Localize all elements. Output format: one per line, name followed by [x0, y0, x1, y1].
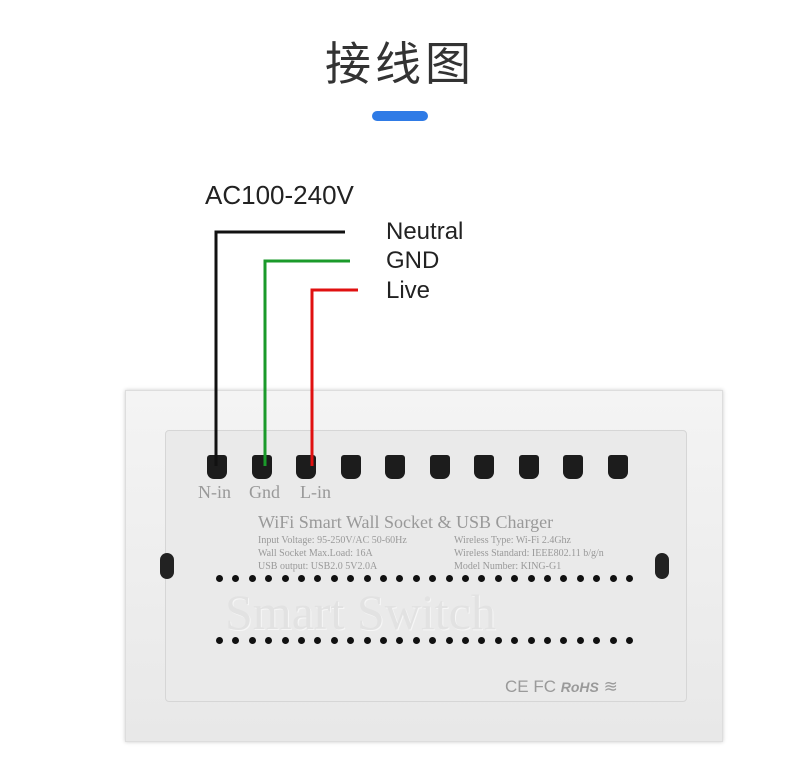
terminal-label: Gnd	[249, 482, 280, 502]
vent-dot	[576, 637, 584, 644]
vent-dot	[560, 575, 568, 582]
vent-dot	[347, 637, 355, 644]
vent-dot	[478, 637, 486, 644]
vent-dot	[363, 575, 371, 582]
vent-dot	[429, 575, 437, 582]
vent-dot	[429, 637, 437, 644]
vent-dot	[216, 575, 223, 582]
vent-dot	[626, 575, 633, 582]
terminal	[607, 455, 628, 479]
mounting-hole	[655, 553, 669, 579]
vent-dot	[527, 637, 535, 644]
vent-dot	[248, 575, 256, 582]
neutral-wire	[214, 230, 345, 466]
vent-dot	[380, 637, 387, 644]
neutral-label: Neutral	[386, 218, 464, 245]
gnd-wire	[263, 259, 350, 466]
terminal	[207, 455, 227, 479]
vent-dot	[593, 637, 601, 644]
terminal	[563, 455, 583, 479]
vent-dot	[298, 637, 305, 644]
vent-dot	[412, 575, 420, 582]
title-accent-bar	[372, 111, 428, 121]
vent-dot	[544, 637, 551, 644]
cert-marks: CE FC RoHS ≋	[505, 677, 618, 697]
vent-dot	[248, 637, 256, 644]
vent-dot	[527, 575, 535, 582]
vent-dot	[330, 575, 338, 582]
terminal	[518, 455, 539, 479]
vent-dot	[511, 575, 519, 582]
mounting-hole	[160, 553, 174, 579]
vent-dot	[445, 637, 453, 644]
gnd-label: GND	[386, 247, 440, 274]
terminal	[429, 455, 450, 479]
rohs-mark: RoHS	[560, 679, 599, 695]
vent-dot	[609, 637, 617, 644]
spec: Model Number: KING-G1	[454, 561, 562, 572]
wifi-icon: ≋	[603, 677, 618, 696]
vent-dot	[494, 637, 502, 644]
vent-dot	[462, 575, 469, 582]
terminal	[340, 455, 361, 479]
vent-dot	[396, 637, 404, 644]
emboss-text: Smart Switch	[225, 584, 496, 640]
live-wire	[310, 288, 358, 466]
vent-dot	[511, 637, 519, 644]
ce-mark: CE	[505, 677, 529, 696]
vent-dot	[626, 637, 633, 644]
vent-dot	[314, 575, 322, 582]
fc-mark: FC	[533, 677, 557, 696]
spec: Wireless Type: Wi-Fi 2.4Ghz	[454, 535, 571, 546]
page-title: 接线图	[325, 37, 475, 91]
vent-dot	[265, 575, 273, 582]
vent-dot	[445, 575, 453, 582]
spec: Input Voltage: 95-250V/AC 50-60Hz	[258, 535, 407, 546]
vent-dot	[232, 637, 240, 644]
vent-dot	[232, 575, 240, 582]
vent-dot	[593, 575, 601, 582]
spec: USB output: USB2.0 5V2.0A	[258, 561, 378, 572]
terminal-label: N-in	[198, 482, 231, 502]
vent-dot	[609, 575, 617, 582]
vent-dot	[412, 637, 420, 644]
vent-dot	[216, 637, 223, 644]
vent-dot	[330, 637, 338, 644]
vent-dot	[544, 575, 551, 582]
vent-dot	[560, 637, 568, 644]
vent-dot	[396, 575, 404, 582]
vent-dot	[494, 575, 502, 582]
vent-dot	[478, 575, 486, 582]
vent-dot	[281, 575, 289, 582]
spec: Wireless Standard: IEEE802.11 b/g/n	[454, 548, 604, 559]
voltage-label: AC100-240V	[205, 180, 354, 210]
vent-dot	[462, 637, 469, 644]
vent-dot	[298, 575, 305, 582]
vent-dot	[265, 637, 273, 644]
live-label: Live	[386, 277, 431, 304]
vent-dot	[314, 637, 322, 644]
vent-dot	[363, 637, 371, 644]
spec: Wall Socket Max.Load: 16A	[258, 548, 373, 559]
terminal	[474, 455, 494, 479]
vent-dot	[281, 637, 289, 644]
device-heading: WiFi Smart Wall Socket & USB Charger	[258, 512, 554, 532]
vent-dot	[347, 575, 355, 582]
terminal	[385, 455, 405, 479]
terminal-label: L-in	[300, 482, 331, 502]
vent-dot	[576, 575, 584, 582]
vent-dot	[380, 575, 387, 582]
